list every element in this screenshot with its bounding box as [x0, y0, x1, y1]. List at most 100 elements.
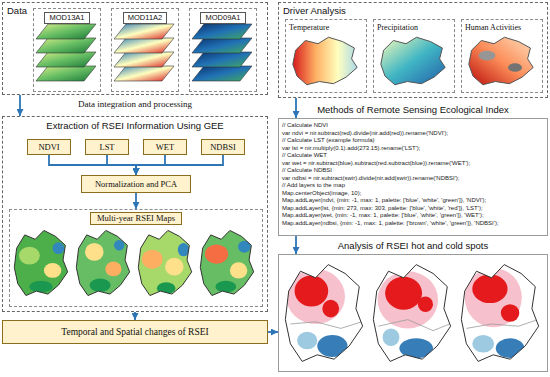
flow-arrow — [268, 331, 278, 333]
code-line: var wet = nir.subtract(blue).subtract(re… — [282, 160, 470, 168]
driver-map — [479, 51, 496, 61]
code-line: // Calculate WET — [282, 152, 327, 160]
hotspot-map — [472, 335, 494, 353]
rsei-map — [205, 245, 228, 264]
heading: Driver Analysis — [283, 5, 346, 17]
hotspot-map — [282, 258, 542, 368]
box-label: NDBSI — [210, 142, 236, 153]
index-box: NDBSI — [201, 139, 245, 155]
rsei-map — [200, 230, 253, 295]
hotspot-map — [370, 258, 454, 368]
driver-map — [293, 37, 357, 85]
heading: Extraction of RSEI Information Using GEE — [3, 120, 267, 132]
rsei-map — [105, 262, 121, 277]
code-line: var ndvi = nir.subtract(red).divide(nir.… — [282, 130, 448, 138]
rsei-map — [198, 226, 256, 300]
image-stack — [36, 24, 96, 81]
data-source: MOD09A1 — [189, 8, 257, 92]
hotspot-map — [370, 258, 454, 368]
hotspot-map — [282, 258, 366, 368]
map-panel: Analysis of RSEI hot and cold spots — [278, 254, 548, 372]
hotspot-map — [458, 258, 542, 368]
index-box: NDVI — [27, 139, 71, 155]
hotspot-map — [458, 258, 542, 368]
group-panel: Extraction of RSEI Information Using GEE… — [2, 116, 268, 312]
box-label: LST — [99, 142, 114, 153]
rsei-map — [198, 226, 256, 300]
rsei-map — [12, 226, 70, 300]
image-stack — [114, 24, 174, 81]
box-label: Human Activities — [465, 22, 521, 33]
rsei-map — [136, 226, 194, 300]
code-line: var lst = nir.multiply(0.1).add(273.15).… — [282, 145, 421, 153]
rsei-map — [76, 230, 129, 295]
map-panel: Multi-year RSEI Maps — [9, 209, 263, 307]
box-label: Normalization and PCA — [95, 179, 177, 190]
rsei-map — [230, 262, 247, 278]
heading: Analysis of RSEI hot and cold spots — [259, 240, 550, 252]
driver-map — [508, 63, 522, 72]
driver-factor: Precipitation — [373, 19, 455, 93]
heading: Methods of Remote Sensing Ecological Ind… — [259, 104, 550, 116]
flow-arrow — [134, 312, 136, 320]
flow-note: Data integration and processing — [78, 98, 192, 110]
rsei-map — [136, 226, 194, 300]
rsei-map — [74, 226, 132, 300]
rsei-map — [53, 242, 65, 254]
code-line: Map.addLayer(lst, {min: 273, max: 303, p… — [282, 205, 483, 213]
rsei-map — [165, 258, 184, 276]
code-line: Map.addLayer(wet, {min: -1, max: 1, pale… — [282, 212, 484, 220]
flow-arrow — [295, 98, 297, 118]
hotspot-map — [496, 338, 525, 358]
hotspot-map — [383, 328, 400, 346]
driver-map — [469, 37, 533, 85]
image-stack — [36, 24, 252, 81]
box-label: Temperature — [289, 22, 329, 33]
hotspot-map — [290, 322, 361, 329]
rsei-map — [198, 226, 256, 300]
rsei-map — [19, 247, 40, 265]
flow-arrow — [295, 236, 297, 254]
hotspot-map — [317, 335, 347, 357]
group-panel: DataMOD13A1MOD11A2MOD09A1 — [2, 2, 268, 95]
process-box: Normalization and PCA — [81, 175, 191, 193]
index-box: WET — [143, 139, 187, 155]
rsei-map — [14, 230, 67, 295]
code-line: // Calculate NDVI — [282, 122, 328, 130]
hotspot-map — [295, 276, 329, 307]
box-label: MOD11A2 — [123, 12, 167, 24]
rsei-map — [44, 263, 61, 278]
driver-factor: Temperature — [285, 19, 367, 93]
box-label: NDVI — [38, 142, 59, 153]
hotspot-map — [461, 265, 538, 362]
rsei-map — [29, 281, 52, 293]
box-label: MOD09A1 — [200, 12, 245, 24]
data-source: MOD11A2 — [111, 8, 179, 92]
box-label: Precipitation — [377, 22, 418, 33]
data-source: MOD13A1 — [33, 8, 101, 92]
flow-arrow — [107, 155, 136, 175]
rsei-map — [90, 279, 111, 292]
flow-arrow — [136, 155, 223, 175]
driver-map — [466, 34, 536, 88]
rsei-map — [74, 226, 132, 300]
rsei-map — [215, 281, 236, 293]
code-line: var ndbsi = nir.subtract(swir).divide(ni… — [282, 175, 460, 183]
rsei-map — [142, 250, 163, 269]
hotspot-map — [378, 320, 449, 331]
code-line: // Add layers to the map — [282, 182, 345, 190]
code-panel: Methods of Remote Sensing Ecological Ind… — [278, 118, 548, 236]
code-line: Map.centerObject(image, 10); — [282, 190, 361, 198]
rsei-map — [138, 230, 191, 295]
flow-arrow — [49, 155, 136, 175]
code-line: // Calculate LST (example formula) — [282, 137, 375, 145]
hotspot-map — [458, 258, 542, 368]
hotspot-map — [501, 304, 519, 322]
hotspot-map — [297, 332, 317, 350]
driver-map — [466, 34, 536, 88]
process-box: Temporal and Spatial changes of RSEI — [2, 320, 268, 344]
hotspot-map — [370, 258, 454, 368]
code-line: // Calculate NDBSI — [282, 167, 332, 175]
group-panel: Driver AnalysisTemperature Precipitation H… — [278, 2, 548, 98]
flow-arrow — [135, 193, 137, 209]
